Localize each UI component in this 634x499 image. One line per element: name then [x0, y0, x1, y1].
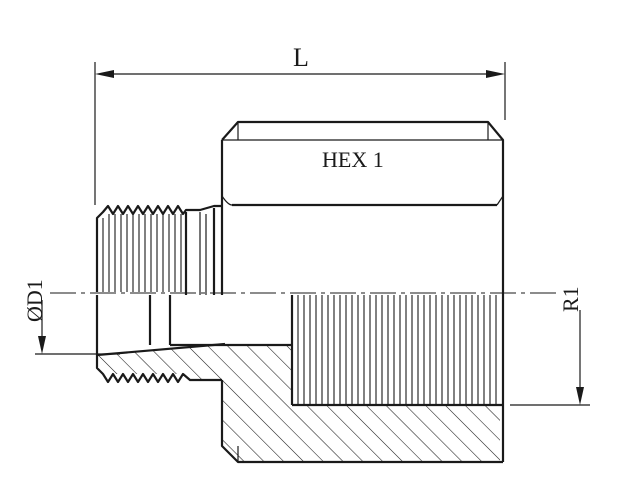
female-thread [292, 295, 505, 462]
length-dimension: L [94, 43, 506, 205]
arrow-right [486, 70, 505, 78]
arrow-down [38, 336, 46, 354]
section-hatching [95, 344, 503, 464]
length-label: L [293, 43, 309, 72]
thread-label: R1 [558, 286, 583, 312]
hex-label: HEX 1 [322, 147, 384, 172]
male-thread-upper [95, 204, 222, 295]
diameter-label: ØD1 [22, 279, 47, 322]
diameter-dimension: ØD1 [22, 279, 120, 355]
arrow-left [95, 70, 114, 78]
hex-body: HEX 1 [220, 120, 505, 295]
arrow-down-right [576, 387, 584, 405]
thread-dimension: R1 [510, 286, 590, 406]
